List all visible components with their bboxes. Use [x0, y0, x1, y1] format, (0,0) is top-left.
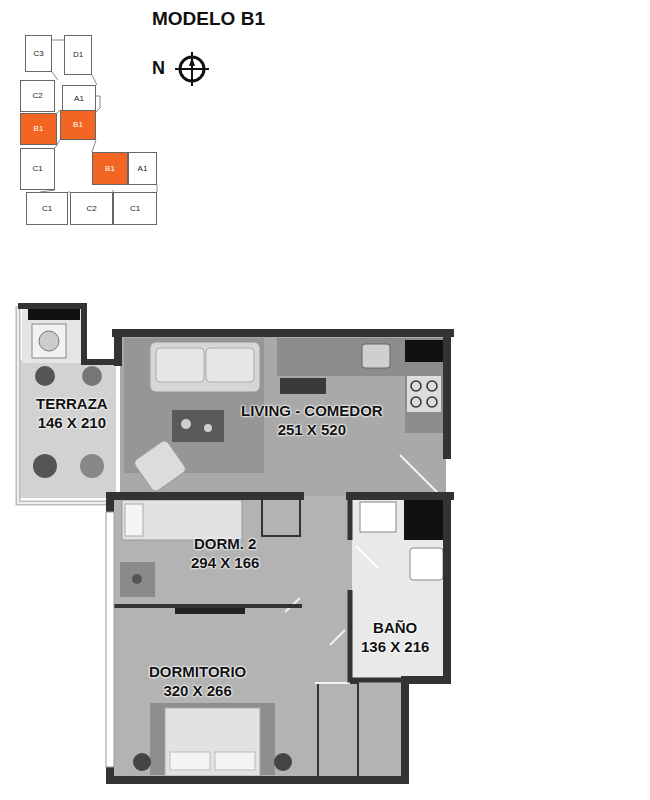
key-plan-unit: D1 — [64, 35, 92, 75]
unit-code: B1 — [73, 120, 83, 130]
room-label: DORMITORIO320 X 266 — [149, 662, 246, 700]
key-plan-unit: B1 — [92, 152, 128, 185]
key-plan-unit: C1 — [26, 192, 68, 225]
key-plan-unit: B1 — [20, 113, 57, 145]
unit-code: C1 — [130, 204, 140, 214]
diagram-title: MODELO B1 — [152, 8, 265, 30]
room-dimensions: 146 X 210 — [36, 413, 108, 432]
room-dimensions: 320 X 266 — [149, 681, 246, 700]
key-plan-unit: A1 — [128, 152, 157, 185]
room-name: BAÑO — [361, 618, 429, 637]
room-name: DORMITORIO — [149, 662, 246, 681]
key-plan-unit: C1 — [20, 148, 55, 190]
unit-code: C2 — [32, 91, 42, 101]
key-plan-unit: A1 — [62, 85, 96, 112]
room-dimensions: 251 X 520 — [241, 420, 383, 439]
room-label: LIVING - COMEDOR251 X 520 — [241, 401, 383, 439]
key-plan-unit: C3 — [25, 35, 52, 72]
unit-code: A1 — [74, 94, 84, 104]
unit-code: C3 — [33, 49, 43, 59]
unit-code: C1 — [42, 204, 52, 214]
room-label: TERRAZA146 X 210 — [36, 394, 108, 432]
room-dimensions: 294 X 166 — [191, 553, 259, 572]
room-name: LIVING - COMEDOR — [241, 401, 383, 420]
room-name: DORM. 2 — [191, 534, 259, 553]
unit-code: B1 — [105, 164, 115, 174]
unit-code: B1 — [34, 124, 44, 134]
room-label: DORM. 2294 X 166 — [191, 534, 259, 572]
key-plan-unit: B1 — [60, 110, 96, 140]
unit-code: C1 — [32, 164, 42, 174]
north-label: N — [152, 58, 165, 79]
key-plan-unit: C2 — [20, 80, 55, 112]
unit-code: D1 — [73, 50, 83, 60]
room-name: TERRAZA — [36, 394, 108, 413]
room-dimensions: 136 X 216 — [361, 637, 429, 656]
key-plan-unit: C1 — [113, 192, 157, 225]
room-label: BAÑO136 X 216 — [361, 618, 429, 656]
unit-code: C2 — [86, 204, 96, 214]
key-plan-unit: C2 — [70, 192, 113, 225]
unit-code: A1 — [138, 164, 148, 174]
